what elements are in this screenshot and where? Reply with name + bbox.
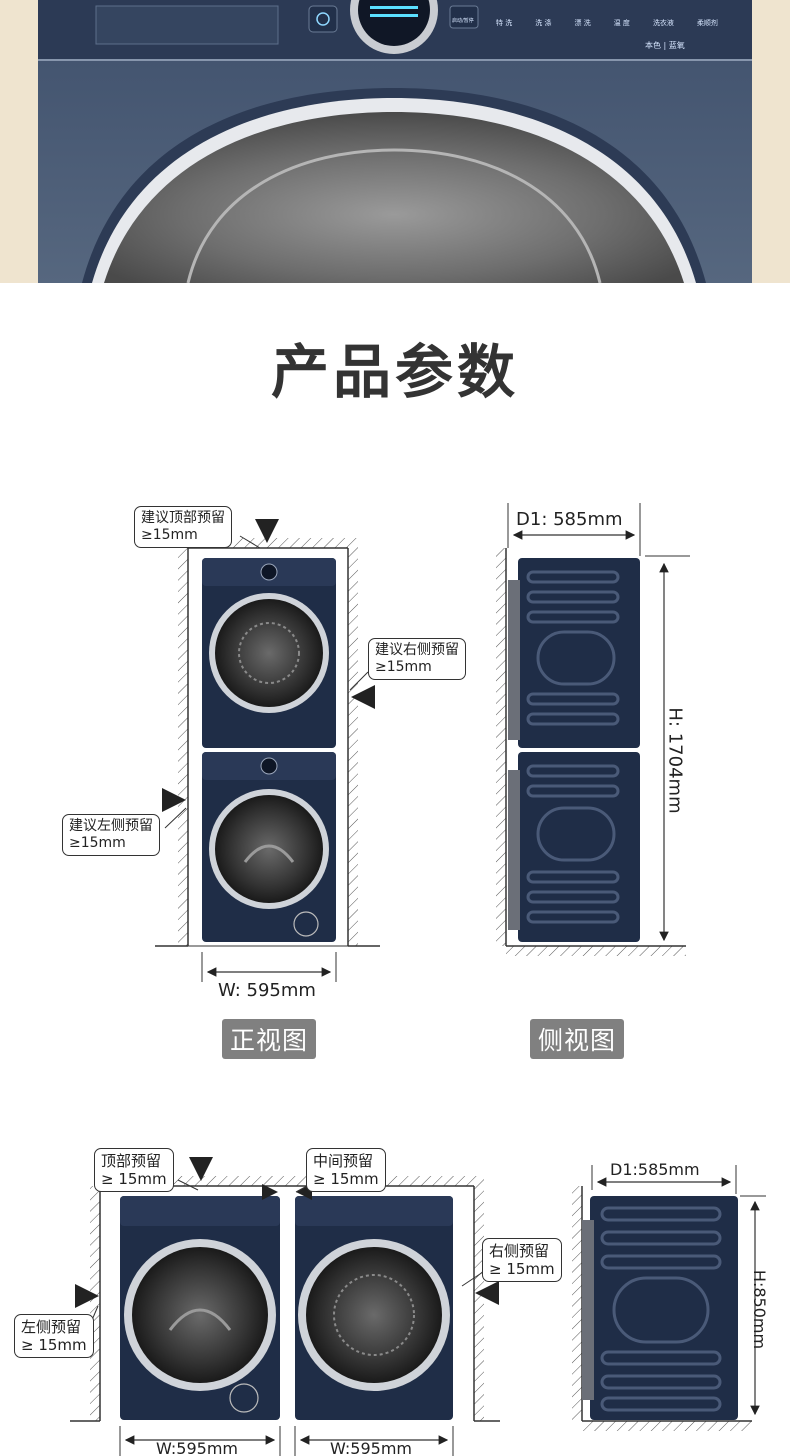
pair-top-clearance-note: 顶部预留 ≥ 15mm	[94, 1148, 174, 1192]
front-view-walls	[155, 538, 380, 947]
hero-machine-illustration	[0, 0, 790, 283]
panel-label: 柔顺剂	[696, 19, 718, 27]
panel-label: 特 洗	[496, 19, 513, 27]
panel-sub-label: 本色 | 蓝氧	[645, 41, 685, 50]
front-view-badge: 正视图	[222, 1019, 317, 1059]
note-line: 建议顶部预留	[141, 510, 225, 526]
note-line: ≥ 15mm	[101, 1170, 167, 1188]
note-line: ≥15mm	[69, 835, 126, 851]
side-view	[496, 503, 690, 956]
side-depth-label: D1: 585mm	[516, 509, 623, 530]
front-left-clearance-note: 建议左侧预留 ≥15mm	[62, 814, 160, 856]
note-line: 建议右侧预留	[375, 642, 459, 658]
panel-button-labels: 特 洗 洗 涤 漂 洗 温 度 洗衣液 柔顺剂	[496, 18, 718, 28]
note-line: 中间预留	[313, 1152, 374, 1170]
note-line: ≥15mm	[141, 527, 198, 543]
panel-label: 洗衣液	[652, 19, 674, 27]
note-line: ≥ 15mm	[489, 1260, 555, 1278]
note-line: 右侧预留	[489, 1242, 550, 1260]
side-height-label: H: 1704mm	[664, 707, 686, 814]
note-line: ≥ 15mm	[313, 1170, 379, 1188]
note-line: 左侧预留	[21, 1318, 82, 1336]
play-pause-label: 启动/暂停	[452, 18, 474, 24]
front-width-dimension	[201, 952, 337, 982]
front-view-machines	[202, 558, 336, 942]
pair-width-label-1: W:595mm	[156, 1441, 238, 1456]
pair-middle-clearance-note: 中间预留 ≥ 15mm	[306, 1148, 386, 1192]
front-right-clearance-note: 建议右侧预留 ≥15mm	[368, 638, 466, 680]
panel-label: 漂 洗	[574, 19, 591, 27]
pair-side-view	[572, 1165, 766, 1431]
panel-label: 洗 涤	[535, 19, 552, 27]
pair-depth-label: D1:585mm	[610, 1160, 700, 1179]
note-line: 顶部预留	[101, 1152, 162, 1170]
note-line: ≥ 15mm	[21, 1336, 87, 1354]
pair-left-clearance-note: 左侧预留 ≥ 15mm	[14, 1314, 94, 1358]
front-top-clearance-note: 建议顶部预留 ≥15mm	[134, 506, 232, 548]
pair-width-label-2: W:595mm	[330, 1441, 412, 1456]
side-view-badge: 侧视图	[530, 1019, 625, 1059]
pair-height-label: H:850mm	[750, 1269, 770, 1350]
pair-front-view	[70, 1157, 500, 1456]
page-title: 产品参数	[270, 338, 519, 406]
note-line: ≥15mm	[375, 659, 432, 675]
pair-right-clearance-note: 右侧预留 ≥ 15mm	[482, 1238, 562, 1282]
front-clearance-arrows	[162, 519, 375, 829]
front-width-label: W: 595mm	[218, 980, 316, 1001]
panel-label: 温 度	[613, 19, 630, 27]
note-line: 建议左侧预留	[69, 818, 153, 834]
hero-product-image: 特 洗 洗 涤 漂 洗 温 度 洗衣液 柔顺剂 本色 | 蓝氧 启动/暂停	[0, 0, 790, 283]
